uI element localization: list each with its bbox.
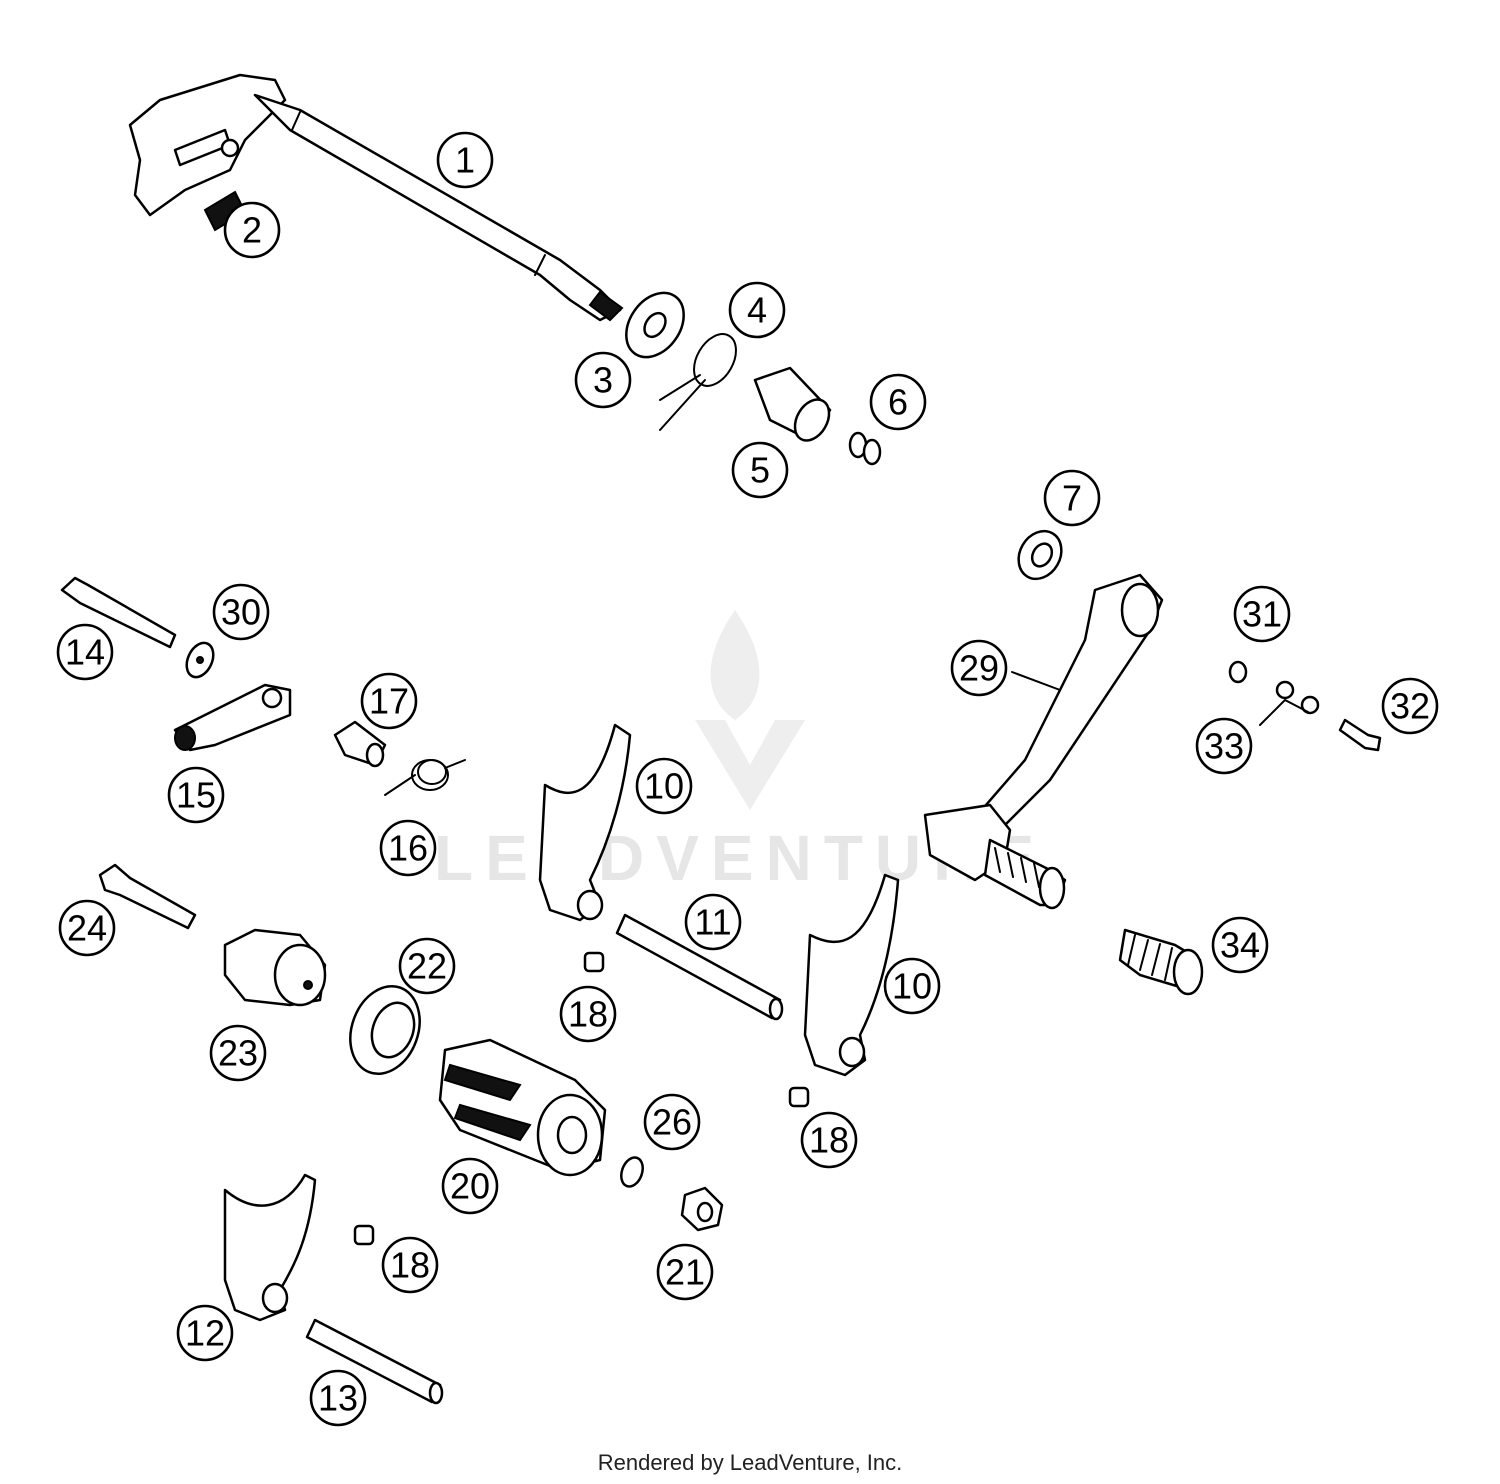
part-shift-fork-12 [223,1173,317,1322]
callout-15[interactable]: 15 [167,766,225,824]
callout-18c[interactable]: 18 [381,1236,439,1294]
part-shift-shaft [128,73,624,322]
part-small-hardware [1228,660,1382,752]
part-rings-6 [848,431,882,466]
callout-label: 2 [242,210,262,251]
callout-label: 15 [176,775,216,816]
part-shift-fork-lower [803,873,900,1077]
callout-13[interactable]: 13 [309,1369,367,1427]
callout-1[interactable]: 1 [436,131,494,189]
part-seal-7 [1017,529,1063,581]
callout-24[interactable]: 24 [58,899,116,957]
callout-label: 34 [1220,925,1260,966]
part-rubber [1118,928,1204,996]
callout-30[interactable]: 30 [212,583,270,641]
callout-6[interactable]: 6 [869,373,927,431]
callout-label: 3 [593,360,613,401]
callout-label: 16 [388,828,428,869]
part-shift-drum [438,1038,607,1177]
callout-31[interactable]: 31 [1233,585,1291,643]
callout-34[interactable]: 34 [1211,916,1269,974]
callout-label: 4 [747,290,767,331]
callout-5[interactable]: 5 [731,441,789,499]
callout-32[interactable]: 32 [1381,677,1439,735]
part-pin-18 [353,951,810,1246]
part-shift-lever [923,573,1164,910]
callout-21[interactable]: 21 [656,1243,714,1301]
callout-4[interactable]: 4 [728,281,786,339]
part-fork-rod-13 [305,1318,444,1405]
callout-label: 1 [455,140,475,181]
callout-3[interactable]: 3 [574,351,632,409]
callout-33[interactable]: 33 [1195,717,1253,775]
part-washer-26 [620,1156,644,1188]
callout-20[interactable]: 20 [441,1157,499,1215]
callout-label: 13 [318,1378,358,1419]
part-bolt-24 [98,863,197,930]
part-washer-30 [185,641,215,679]
callout-label: 18 [568,994,608,1035]
callout-label: 32 [1390,686,1430,727]
callout-10a[interactable]: 10 [635,757,693,815]
callout-label: 11 [694,902,731,943]
callout-label: 31 [1242,594,1282,635]
part-washer-3 [625,291,685,359]
callout-12[interactable]: 12 [176,1304,234,1362]
callout-label: 33 [1204,726,1244,767]
part-fork-rod-11 [615,913,784,1021]
part-bushing [753,366,832,442]
callout-label: 17 [369,681,409,722]
part-bearing [349,984,421,1076]
callout-label: 6 [888,382,908,423]
callout-label: 5 [750,450,770,491]
callout-label: 7 [1062,478,1082,519]
callout-2[interactable]: 2 [223,201,281,259]
callout-26[interactable]: 26 [643,1093,701,1151]
part-detent-lever [173,683,292,752]
callout-label: 18 [390,1245,430,1286]
part-bolt-14 [60,576,177,649]
callout-7[interactable]: 7 [1043,469,1101,527]
callout-14[interactable]: 14 [56,623,114,681]
callout-label: 20 [450,1166,490,1207]
callout-label: 21 [665,1252,705,1293]
callout-label: 22 [407,946,447,987]
callout-17[interactable]: 17 [360,672,418,730]
callout-16[interactable]: 16 [379,819,437,877]
callout-22[interactable]: 22 [398,937,456,995]
callout-18a[interactable]: 18 [559,985,617,1043]
callout-label: 10 [892,966,932,1007]
callout-10b[interactable]: 10 [883,957,941,1015]
leader-lines [1011,671,1061,691]
callout-label: 30 [221,592,261,633]
callout-label: 14 [65,632,105,673]
callout-label: 29 [959,648,999,689]
callout-label: 26 [652,1102,692,1143]
part-shift-fork-upper [538,723,632,922]
part-return-spring [659,333,737,431]
callout-label: 12 [185,1313,225,1354]
callout-18b[interactable]: 18 [800,1111,858,1169]
part-bushing-21 [680,1186,724,1232]
callout-label: 23 [218,1033,258,1074]
callout-29[interactable]: 29 [950,639,1008,697]
part-torsion-spring [384,759,466,796]
footer-credit: Rendered by LeadVenture, Inc. [597,1450,903,1475]
part-shift-cam [223,928,327,1007]
part-roller [333,720,387,768]
callout-11[interactable]: 11 [684,893,742,951]
callout-label: 10 [644,766,684,807]
callout-label: 24 [67,908,107,949]
callout-label: 18 [809,1120,849,1161]
callout-23[interactable]: 23 [209,1024,267,1082]
